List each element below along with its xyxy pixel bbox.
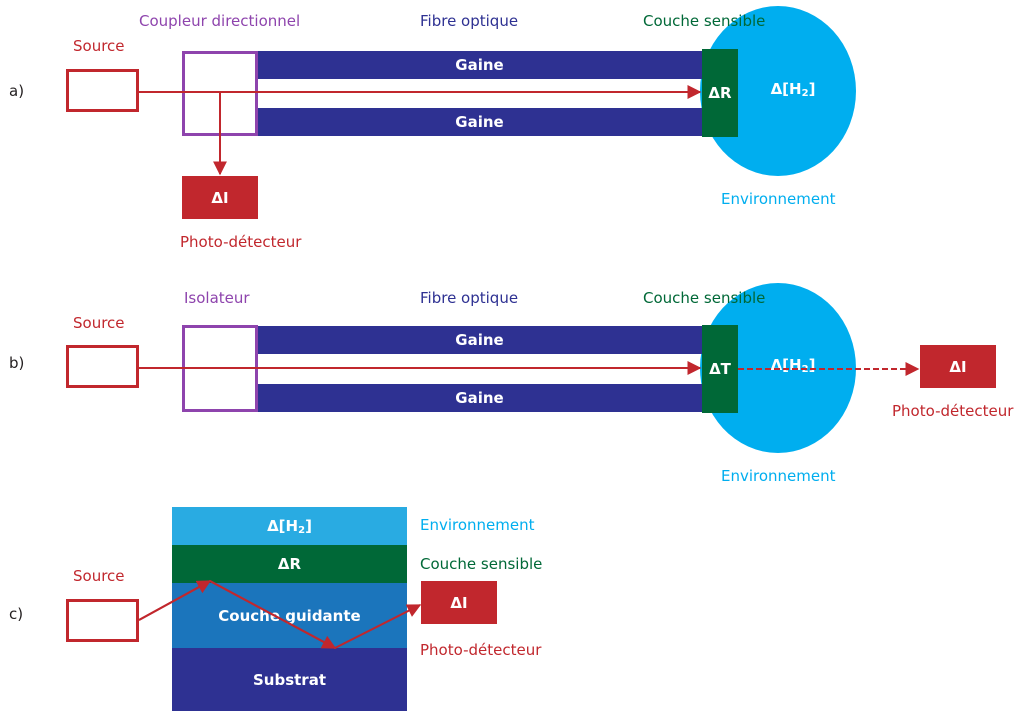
substrate-layer: Substrat	[172, 648, 407, 711]
source-box	[66, 599, 139, 642]
detector-label: Photo-détecteur	[420, 641, 542, 659]
sensitive-layer-label: Couche sensible	[420, 555, 543, 573]
fiber-label: Fibre optique	[420, 12, 519, 30]
sensitive-layer-block: ΔT	[702, 325, 738, 413]
detector-label: Photo-détecteur	[892, 402, 1014, 420]
sensitive-layer-block: ΔR	[172, 545, 407, 583]
marker-a: a)	[9, 82, 25, 100]
fiber-label: Fibre optique	[420, 289, 519, 307]
hydrogen-prefix: Δ[H	[267, 517, 299, 535]
detector-block: ΔI	[182, 176, 258, 219]
beam-c-zigzag	[138, 579, 422, 650]
sensitive-layer-label: Couche sensible	[643, 12, 766, 30]
hydrogen-subscript: 2	[298, 524, 306, 536]
source-label: Source	[73, 37, 125, 55]
sensitive-layer-block: ΔR	[702, 49, 738, 137]
cladding-bottom: Gaine	[257, 108, 702, 136]
source-label: Source	[73, 567, 125, 585]
cladding-top: Gaine	[257, 326, 702, 354]
cladding-bottom: Gaine	[257, 384, 702, 412]
detector-block: ΔI	[421, 581, 497, 624]
beam-c-seg1	[138, 580, 212, 621]
hydrogen-subscript: 2	[801, 87, 809, 99]
source-box	[66, 345, 139, 388]
coupler-label: Coupleur directionnel	[139, 12, 301, 30]
hydrogen-prefix: Δ[H	[770, 80, 802, 98]
hydrogen-suffix: ]	[305, 517, 312, 535]
isolator-label: Isolateur	[184, 289, 250, 307]
hydrogen-suffix: ]	[808, 80, 816, 98]
guiding-layer: Couche guidante	[172, 583, 407, 648]
source-label: Source	[73, 314, 125, 332]
source-box	[66, 69, 139, 112]
hydrogen-suffix: ]	[808, 356, 816, 374]
environment-label: Environnement	[721, 190, 836, 208]
detector-block: ΔI	[920, 345, 996, 388]
detector-label: Photo-détecteur	[180, 233, 302, 251]
beam-c-seg2	[209, 580, 337, 649]
marker-b: b)	[9, 354, 25, 372]
marker-c: c)	[9, 605, 24, 623]
environment-label: Environnement	[721, 467, 836, 485]
sensitive-layer-label: Couche sensible	[643, 289, 766, 307]
cladding-top: Gaine	[257, 51, 702, 79]
environment-label: Environnement	[420, 516, 535, 534]
